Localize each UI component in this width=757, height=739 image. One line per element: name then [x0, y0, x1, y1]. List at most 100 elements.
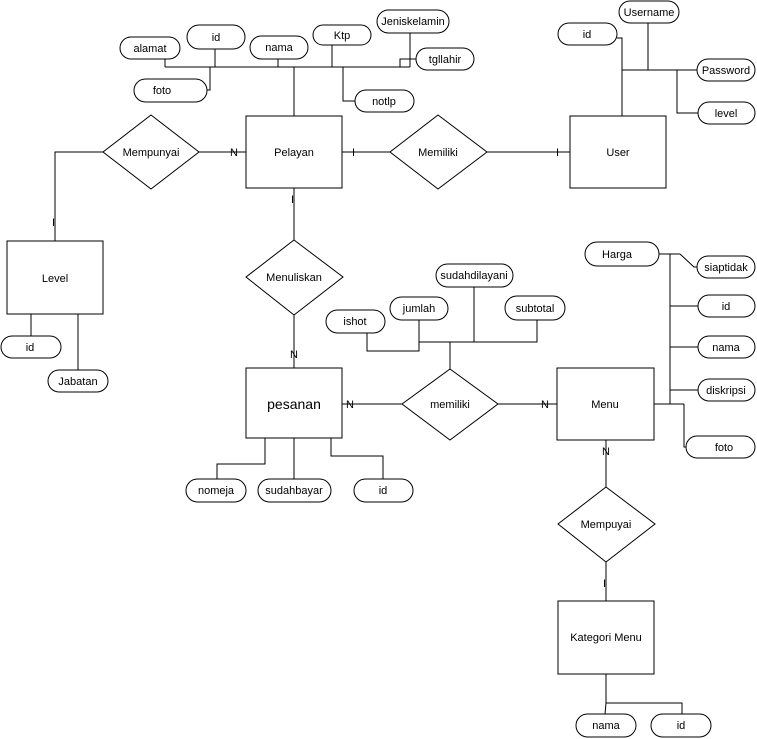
line-user-level: [676, 70, 698, 114]
line-bus-tgllahir: [370, 58, 416, 68]
attribute-user-username[interactable]: Username: [618, 0, 680, 24]
line-menu-harga: [679, 253, 697, 268]
attribute-menu-diskripsi-label: diskripsi: [706, 385, 746, 397]
attribute-kategori-id-label: id: [677, 720, 686, 732]
line-user-id: [617, 37, 623, 116]
relationship-mempunyai[interactable]: Mempunyai: [102, 114, 200, 190]
attribute-user-level-label: level: [715, 108, 738, 120]
cardinality-user-memiliki: I: [556, 147, 559, 159]
attribute-menu-diskripsi[interactable]: diskripsi: [697, 378, 756, 402]
cardinality-kategori-mempuyai: I: [603, 578, 606, 590]
attribute-pelayan-jeniskelamin[interactable]: Jeniskelamin: [376, 9, 450, 34]
line-mempunyai-level: [54, 151, 103, 241]
line-pesanan-id: [330, 438, 384, 479]
attribute-detail-subtotal-label: subtotal: [516, 303, 555, 315]
attribute-detail-jumlah-label: jumlah: [402, 303, 435, 315]
attribute-pelayan-notlp-label: notlp: [372, 96, 396, 108]
attribute-menu-nama-label: nama: [712, 342, 740, 354]
relationship-memiliki-user-label: Memiliki: [418, 147, 458, 159]
entity-user-label: User: [606, 147, 630, 159]
relationship-memiliki-user[interactable]: Memiliki: [389, 114, 488, 190]
line-detail-ishot: [366, 320, 538, 352]
attribute-pelayan-nama-label: nama: [265, 42, 293, 54]
attribute-pelayan-jeniskelamin-label: Jeniskelamin: [381, 16, 445, 28]
attribute-level-id-label: id: [26, 342, 35, 354]
entity-pesanan-label: pesanan: [267, 396, 321, 412]
attribute-pelayan-notlp[interactable]: notlp: [354, 89, 415, 113]
attribute-kategori-id[interactable]: id: [650, 713, 712, 738]
connector-lines: [30, 23, 698, 715]
attribute-user-username-label: Username: [624, 7, 675, 19]
attribute-pelayan-ktp-label: Ktp: [334, 30, 351, 42]
attribute-menu-harga-label: Harga: [602, 249, 633, 261]
attribute-detail-subtotal[interactable]: subtotal: [504, 295, 566, 321]
attribute-pelayan-ktp[interactable]: Ktp: [312, 24, 372, 46]
attribute-pelayan-id[interactable]: id: [186, 24, 246, 50]
attribute-pelayan-tgllahir[interactable]: tgllahir: [415, 47, 475, 71]
line-bus-foto: [207, 67, 211, 91]
attribute-pelayan-foto-label: foto: [153, 85, 171, 97]
cardinality-level-mempunyai: I: [52, 217, 55, 229]
relationship-memiliki-menu-label: memiliki: [430, 399, 470, 411]
attribute-pelayan-alamat[interactable]: alamat: [119, 36, 181, 60]
line-kategori-id: [606, 702, 683, 714]
attribute-pesanan-nomeja-label: nomeja: [198, 485, 235, 497]
attribute-menu-foto-label: foto: [715, 442, 733, 454]
attribute-level-jabatan[interactable]: Jabatan: [47, 369, 109, 393]
attribute-kategori-nama-label: nama: [592, 720, 620, 732]
relationship-menuliskan[interactable]: Menuliskan: [245, 239, 344, 316]
attribute-pelayan-foto[interactable]: foto: [133, 78, 208, 103]
line-menu-foto: [683, 404, 686, 448]
attribute-pelayan-id-label: id: [212, 32, 221, 44]
attribute-user-id-label: id: [583, 29, 592, 41]
entity-pelayan[interactable]: Pelayan: [245, 115, 343, 189]
attribute-user-password-label: Password: [702, 65, 750, 77]
line-kategori-nama: [604, 674, 607, 715]
line-bus-notlp: [342, 67, 355, 102]
entity-menu-label: Menu: [591, 399, 619, 411]
attribute-level-id[interactable]: id: [0, 335, 62, 359]
attribute-pesanan-sudahbayar-label: sudahbayar: [265, 485, 323, 497]
cardinality-menu-memiliki: N: [541, 399, 549, 411]
cardinality-menu-mempuyai: N: [602, 446, 610, 458]
attribute-kategori-nama[interactable]: nama: [575, 713, 637, 738]
attribute-user-id[interactable]: id: [557, 22, 618, 46]
entity-level-label: Level: [42, 273, 68, 285]
attribute-menu-id-label: id: [722, 301, 731, 313]
cardinality-labels: N I I I I N N N N I: [52, 147, 610, 590]
entity-kategori-menu[interactable]: Kategori Menu: [557, 600, 655, 675]
relationship-mempuyai-label: Mempuyai: [581, 519, 632, 531]
attribute-pelayan-nama[interactable]: nama: [249, 35, 309, 60]
attribute-pelayan-tgllahir-label: tgllahir: [429, 54, 462, 66]
cardinality-pelayan-menuliskan: I: [291, 194, 294, 206]
attribute-user-password[interactable]: Password: [696, 58, 756, 82]
attribute-menu-siaptidak[interactable]: siaptidak: [696, 255, 756, 279]
attribute-menu-siaptidak-label: siaptidak: [704, 262, 748, 274]
entity-user[interactable]: User: [569, 115, 667, 189]
attribute-detail-sudahdilayani[interactable]: sudahdilayani: [435, 263, 514, 288]
entity-pesanan[interactable]: pesanan: [245, 367, 343, 439]
relationship-memiliki-menu[interactable]: memiliki: [401, 368, 499, 441]
cardinality-pesanan-memiliki: N: [346, 399, 354, 411]
attribute-pesanan-sudahbayar[interactable]: sudahbayar: [257, 478, 332, 503]
attribute-menu-harga[interactable]: Harga: [584, 241, 660, 267]
attribute-detail-jumlah[interactable]: jumlah: [389, 296, 449, 321]
attribute-menu-id[interactable]: id: [697, 294, 756, 318]
attribute-level-jabatan-label: Jabatan: [58, 376, 97, 388]
cardinality-pelayan-memiliki: I: [352, 147, 355, 159]
attribute-menu-foto[interactable]: foto: [685, 435, 756, 459]
attribute-detail-ishot-label: ishot: [343, 316, 366, 328]
entity-level[interactable]: Level: [6, 240, 104, 315]
entity-pelayan-label: Pelayan: [274, 147, 314, 159]
relationship-mempuyai[interactable]: Mempuyai: [557, 486, 656, 563]
attribute-user-level[interactable]: level: [697, 101, 756, 125]
attribute-pesanan-nomeja[interactable]: nomeja: [185, 478, 247, 503]
attribute-detail-sudahdilayani-label: sudahdilayani: [440, 270, 507, 282]
attribute-menu-nama[interactable]: nama: [697, 335, 756, 359]
attribute-pesanan-id[interactable]: id: [353, 478, 414, 503]
entity-kategori-menu-label: Kategori Menu: [570, 632, 642, 644]
attribute-pelayan-alamat-label: alamat: [133, 43, 166, 55]
entity-menu[interactable]: Menu: [556, 367, 655, 441]
attribute-detail-ishot[interactable]: ishot: [325, 309, 386, 334]
